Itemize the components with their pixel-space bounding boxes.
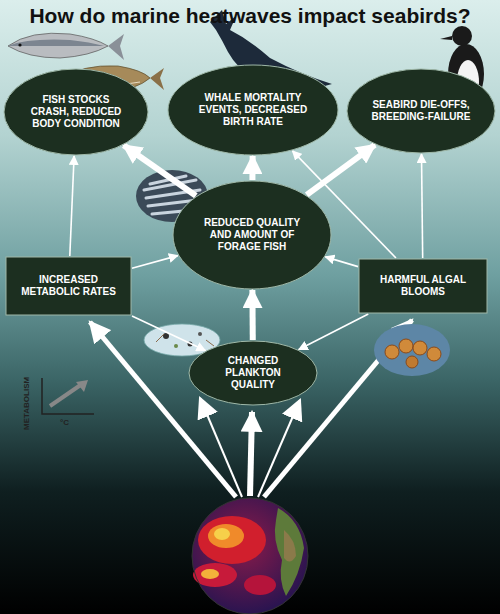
node-text: CHANGED PLANKTON QUALITY: [205, 355, 301, 391]
effect-arrow: [132, 316, 205, 351]
effect-arrow: [132, 256, 178, 269]
node-text: INCREASED METABOLIC RATES: [14, 274, 124, 298]
globe-image: [192, 498, 308, 614]
node-text: FISH STOCKS CRASH, REDUCED BODY CONDITIO…: [24, 94, 128, 130]
algal-bloom-image: [374, 324, 450, 376]
effect-oval: CHANGED PLANKTON QUALITY: [188, 340, 318, 406]
salmon-image: [8, 33, 124, 60]
effect-arrow: [124, 145, 196, 195]
effect-oval: WHALE MORTALITY EVENTS, DECREASED BIRTH …: [167, 64, 339, 156]
effect-arrow: [325, 257, 358, 267]
process-box: INCREASED METABOLIC RATES: [5, 256, 132, 316]
effect-oval: FISH STOCKS CRASH, REDUCED BODY CONDITIO…: [3, 68, 149, 156]
title: How do marine heatwaves impact seabirds?: [0, 4, 500, 28]
node-text: REDUCED QUALITY AND AMOUNT OF FORAGE FIS…: [200, 217, 304, 253]
effect-arrow: [299, 314, 369, 350]
effect-arrow: [249, 290, 255, 340]
effect-arrow: [249, 156, 255, 180]
effect-oval: SEABIRD DIE-OFFS, BREEDING-FAILURE: [346, 68, 496, 154]
axis-unit: °C: [60, 418, 69, 427]
effect-arrow: [307, 145, 375, 195]
effect-arrow: [70, 156, 74, 256]
effect-arrow: [421, 154, 422, 258]
axis-label: METABOLISM: [22, 377, 31, 430]
process-box: HARMFUL ALGAL BLOOMS: [358, 258, 488, 314]
effect-oval: REDUCED QUALITY AND AMOUNT OF FORAGE FIS…: [172, 180, 332, 290]
node-text: WHALE MORTALITY EVENTS, DECREASED BIRTH …: [193, 92, 313, 128]
forcing-arrows: [90, 320, 412, 497]
metabolism-graph: [42, 378, 94, 414]
node-text: HARMFUL ALGAL BLOOMS: [373, 274, 473, 298]
node-text: SEABIRD DIE-OFFS, BREEDING-FAILURE: [371, 99, 471, 123]
